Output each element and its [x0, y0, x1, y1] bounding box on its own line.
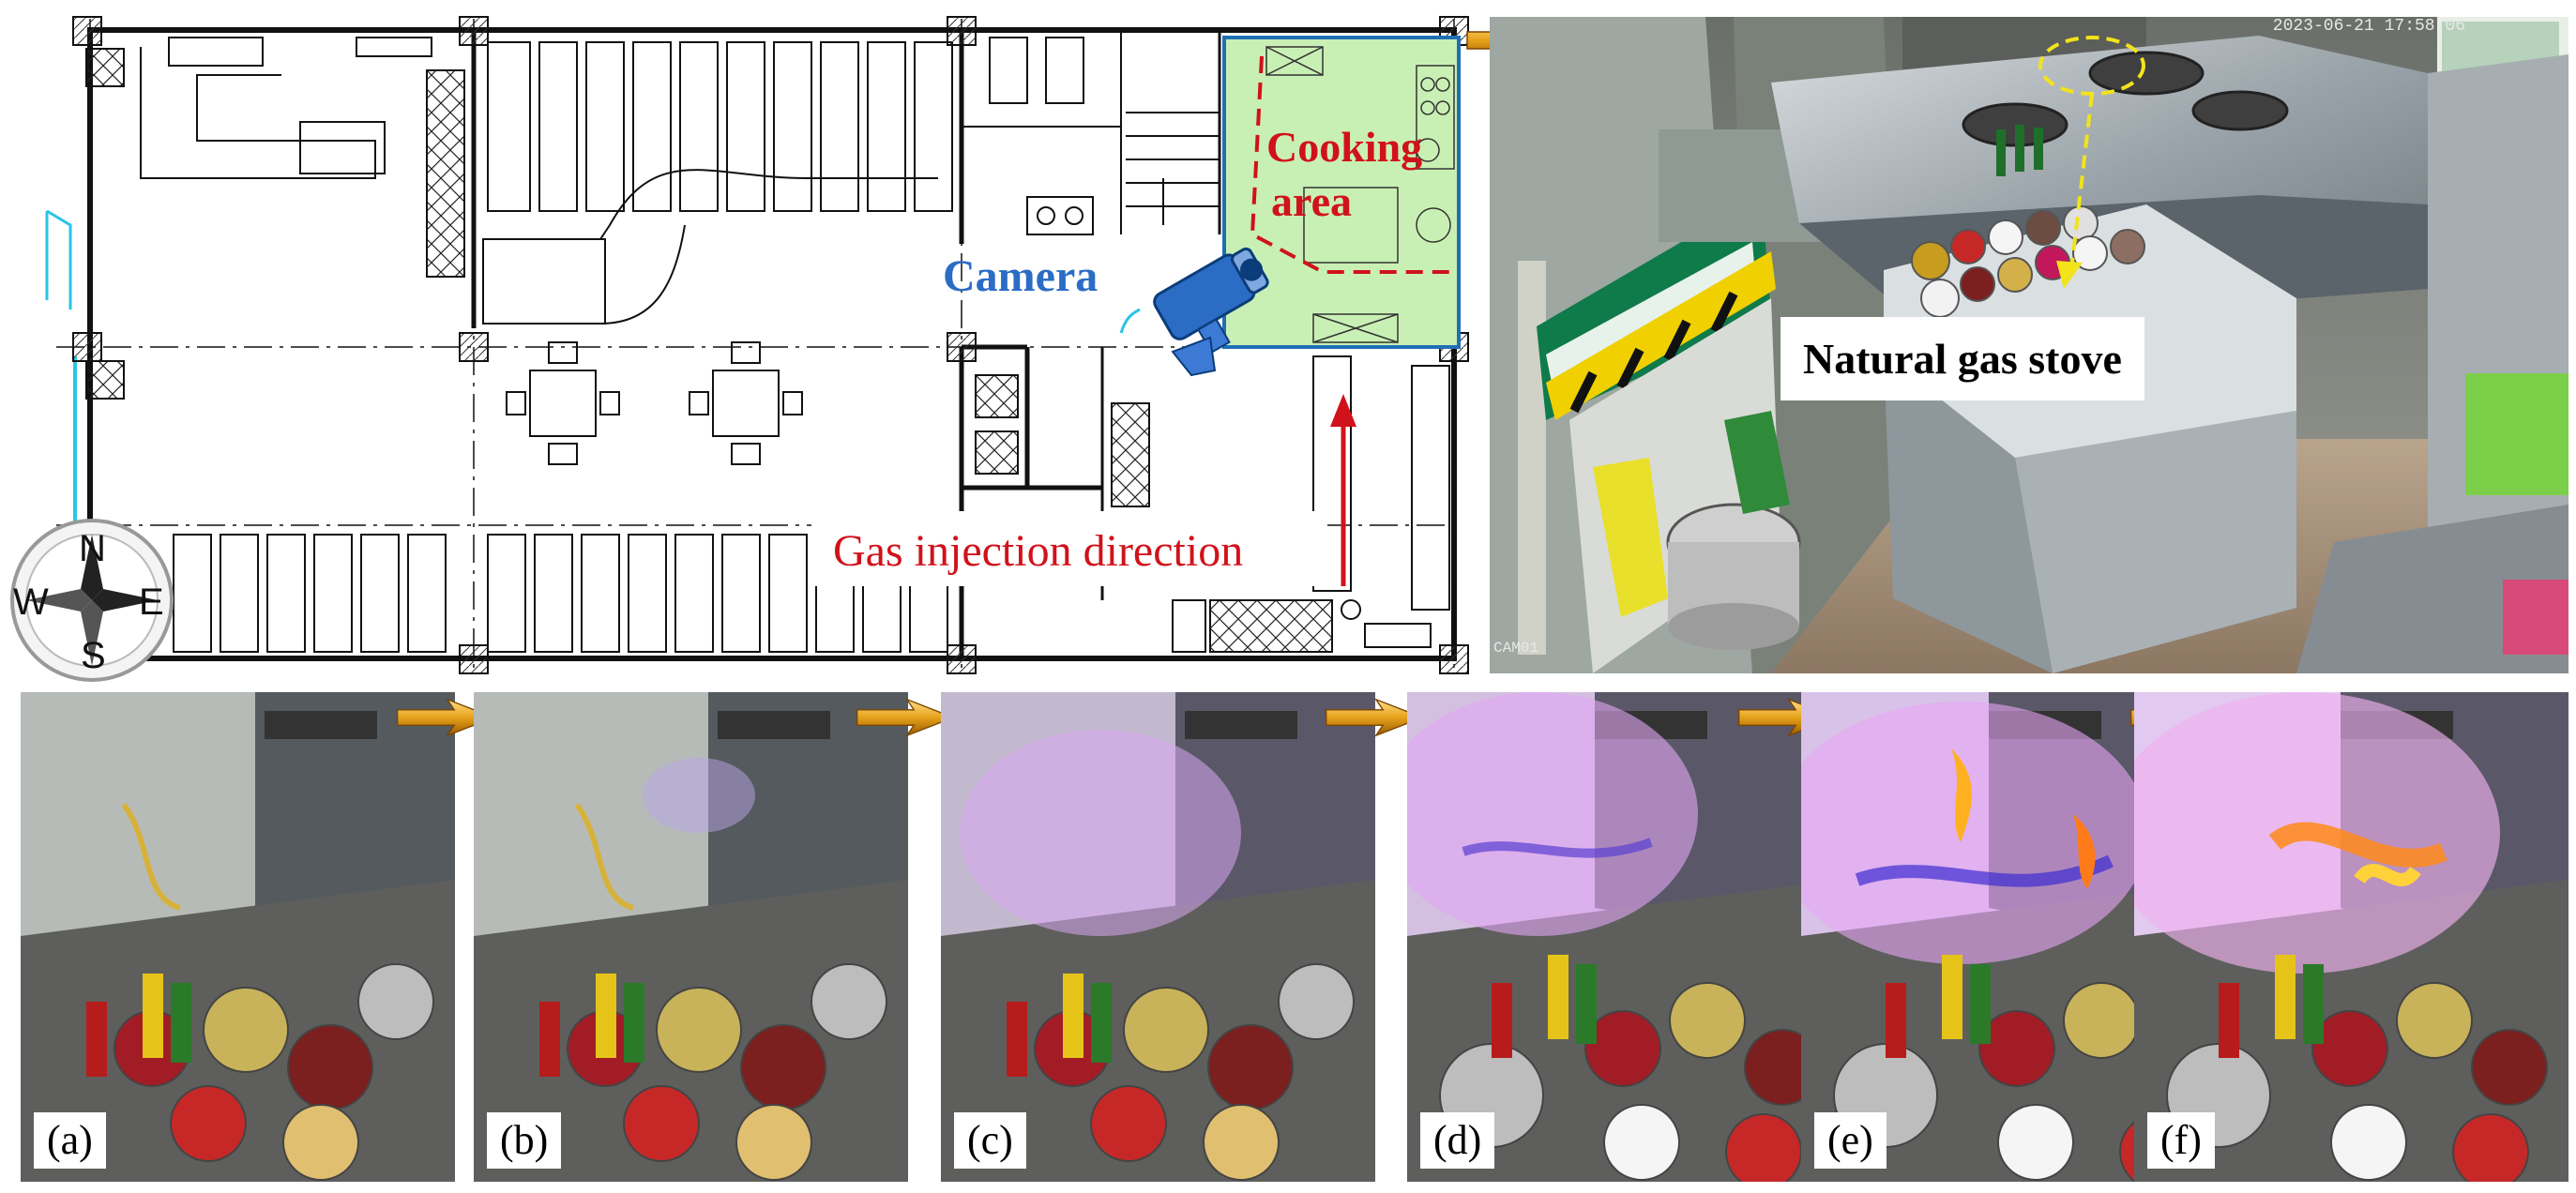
cooking-area-zone: [1222, 36, 1461, 349]
cooking-area-label-2: area: [1271, 177, 1352, 225]
frame-a: (a): [21, 692, 455, 1182]
arrow-right-icon: [856, 698, 956, 737]
cctv-snapshot: 2023-06-21 17:58:06 CAM01 Natural gas st…: [1490, 17, 2568, 673]
frame-f: (f): [2134, 692, 2568, 1182]
floor-plan: Cooking area Camera Gas injection direct…: [0, 0, 1484, 685]
natural-gas-stove-label: Natural gas stove: [1780, 317, 2144, 400]
frame-label-d: (d): [1420, 1112, 1495, 1169]
arrow-right-icon: [1325, 698, 1425, 737]
svg-text:W: W: [13, 581, 49, 623]
frame-photo: [2134, 692, 2568, 1182]
floor-plan-drawing: Cooking area Camera Gas injection direct…: [10, 16, 1469, 682]
frame-photo: [474, 692, 908, 1182]
camera-id: CAM01: [1493, 640, 1539, 657]
frame-label-a: (a): [34, 1112, 106, 1169]
camera-label: Camera: [943, 251, 1098, 301]
frame-label-f: (f): [2147, 1112, 2215, 1169]
frame-photo: [941, 692, 1375, 1182]
svg-text:N: N: [79, 528, 106, 569]
frame-photo: [21, 692, 455, 1182]
arrow-right-icon: [396, 698, 496, 737]
cctv-camera-icon: [1119, 247, 1269, 377]
cooking-area-label: Cooking: [1266, 123, 1422, 171]
compass-icon: N S W E: [10, 519, 174, 682]
gas-direction-label: Gas injection direction: [833, 526, 1243, 576]
gas-injection-arrow: [1330, 394, 1356, 586]
timestamp: 2023-06-21 17:58:06: [2272, 17, 2465, 36]
stove-burner-highlight: [2038, 36, 2145, 289]
frame-d: (d): [1407, 692, 1841, 1182]
frame-c: (c): [941, 692, 1375, 1182]
frame-photo: [1407, 692, 1841, 1182]
svg-text:S: S: [81, 635, 106, 676]
svg-text:E: E: [139, 581, 164, 623]
frame-label-e: (e): [1814, 1112, 1887, 1169]
frame-label-b: (b): [487, 1112, 562, 1169]
frame-label-c: (c): [954, 1112, 1026, 1169]
frame-b: (b): [474, 692, 908, 1182]
